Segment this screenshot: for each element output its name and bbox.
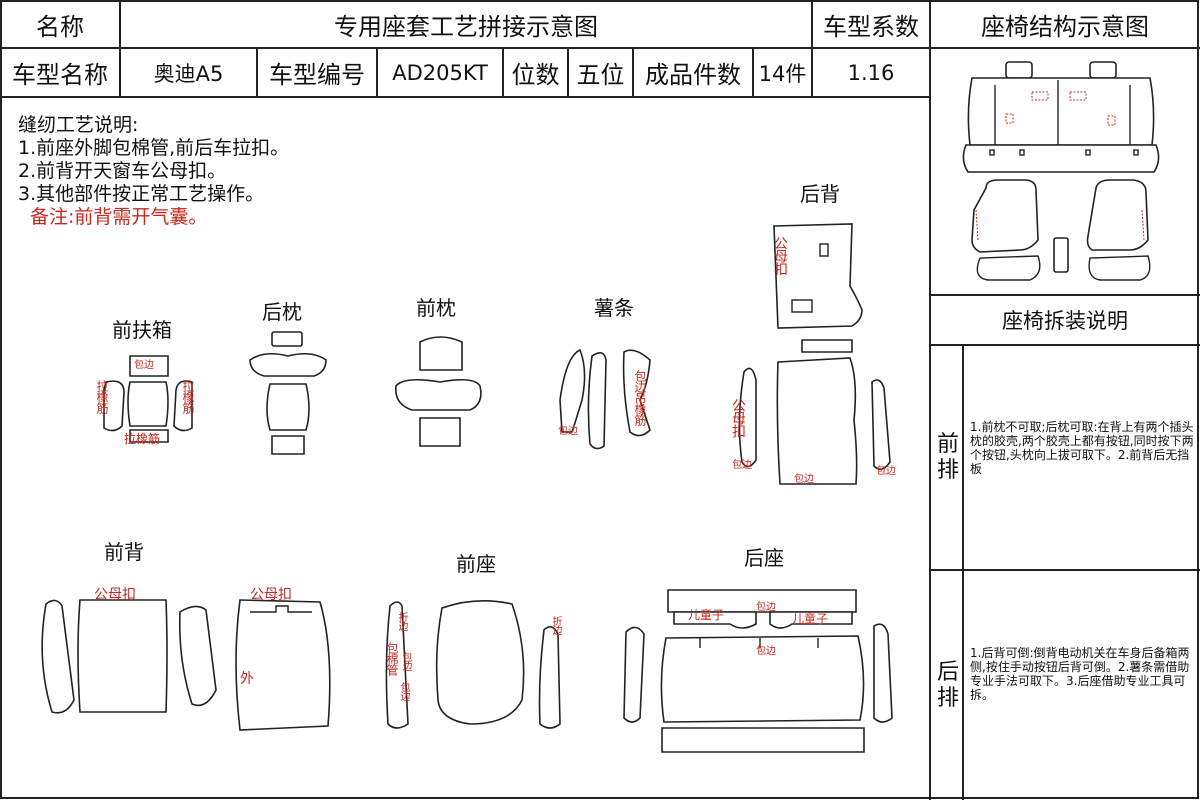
- coef-label: 车型系数: [823, 12, 919, 41]
- seat-structure-title: 座椅结构示意图: [981, 12, 1149, 41]
- front-row-label: 前排: [936, 432, 959, 483]
- annotation-elastic: 拉橡筋: [95, 380, 109, 413]
- annotation-outer: 外: [240, 671, 254, 687]
- sewing-notes: 缝纫工艺说明: 1.前座外脚包棉管,前后车拉扣。 2.前背开天窗车公母扣。 3.…: [18, 114, 289, 229]
- part-label-rear-back: 后背: [800, 182, 840, 206]
- sewing-remark: 备注:前背需开气囊。: [30, 206, 208, 228]
- pattern-rear-seat: [623, 589, 893, 753]
- model-name-label: 车型名称: [12, 61, 108, 89]
- sewing-note-item: 3.其他部件按正常工艺操作。: [18, 183, 265, 205]
- sewing-note-item: 2.前背开天窗车公母扣。: [18, 160, 227, 182]
- part-label-front-headrest: 前枕: [416, 296, 456, 320]
- annotation-child-seat: 儿童子: [688, 608, 725, 622]
- part-label-strip: 薯条: [594, 296, 634, 320]
- annotation-snap: 公母扣: [94, 587, 136, 603]
- diagram-title: 专用座套工艺拼接示意图: [334, 12, 598, 41]
- name-label: 名称: [36, 12, 84, 41]
- seats-label: 位数: [511, 61, 560, 89]
- seat-structure-sketch: [962, 61, 1160, 281]
- front-row-instructions: 1.前枕不可取;后枕可取:在背上有两个插头枕的胶壳,两个胶壳上都有按钮,同时按下…: [970, 420, 1194, 476]
- annotation-elastic: 拉橡筋: [181, 380, 195, 413]
- pattern-front-back: [41, 599, 331, 731]
- annotation-elastic: 拉橡筋: [124, 432, 161, 446]
- pattern-rear-headrest: [249, 331, 327, 455]
- sewing-note-item: 1.前座外脚包棉管,前后车拉扣。: [18, 137, 290, 159]
- part-label-front-back: 前背: [104, 540, 144, 564]
- annotation-fold: 折边: [550, 616, 561, 634]
- annotation-binding: 包边: [756, 646, 776, 657]
- annotation-hang-elastic: 包边吊橡筋: [633, 370, 647, 425]
- annotation-wrap-tube: 包棉管: [385, 642, 399, 675]
- annotation-snap: 公母扣: [772, 236, 788, 275]
- rear-row-label: 后排: [936, 660, 959, 711]
- rear-row-instructions: 1.后背可倒:倒背电动机关在车身后备箱两侧,按住手动按钮后背可倒。2.薯条需借助…: [970, 646, 1190, 702]
- pattern-rear-back: [738, 223, 891, 485]
- pattern-front-headrest: [395, 336, 482, 447]
- annotation-binding: 包边: [400, 652, 411, 670]
- pieces-label: 成品件数: [645, 61, 741, 89]
- disassembly-title: 座椅拆装说明: [1002, 309, 1128, 333]
- annotation-fold: 折边: [396, 612, 407, 630]
- annotation-binding: 包边: [134, 360, 154, 371]
- annotation-binding: 包边: [876, 466, 896, 477]
- sewing-notes-title: 缝纫工艺说明:: [18, 114, 139, 136]
- annotation-snap: 公母扣: [730, 398, 746, 437]
- model-no-label: 车型编号: [269, 61, 365, 89]
- model-no-value: AD205KT: [392, 60, 488, 85]
- pieces-value: 14件: [758, 61, 807, 86]
- pattern-front-armrest: [103, 355, 193, 443]
- part-label-rear-headrest: 后枕: [262, 300, 302, 324]
- part-label-front-armrest: 前扶箱: [112, 318, 172, 342]
- coef-value: 1.16: [847, 60, 895, 85]
- annotation-binding: 包边: [398, 682, 409, 700]
- annotation-binding: 包边: [732, 460, 752, 471]
- model-name-value: 奥迪A5: [153, 61, 224, 86]
- pattern-front-seat: [385, 600, 561, 729]
- annotation-snap: 公母扣: [250, 587, 292, 603]
- pattern-strip: [559, 348, 651, 450]
- part-label-rear-seat: 后座: [744, 546, 784, 570]
- annotation-binding: 包边: [794, 474, 814, 485]
- annotation-binding: 包边: [558, 426, 578, 437]
- part-label-front-seat: 前座: [456, 552, 496, 576]
- annotation-child-seat: 儿童子: [792, 612, 829, 626]
- seats-value: 五位: [576, 61, 625, 89]
- annotation-binding: 包边: [756, 602, 776, 613]
